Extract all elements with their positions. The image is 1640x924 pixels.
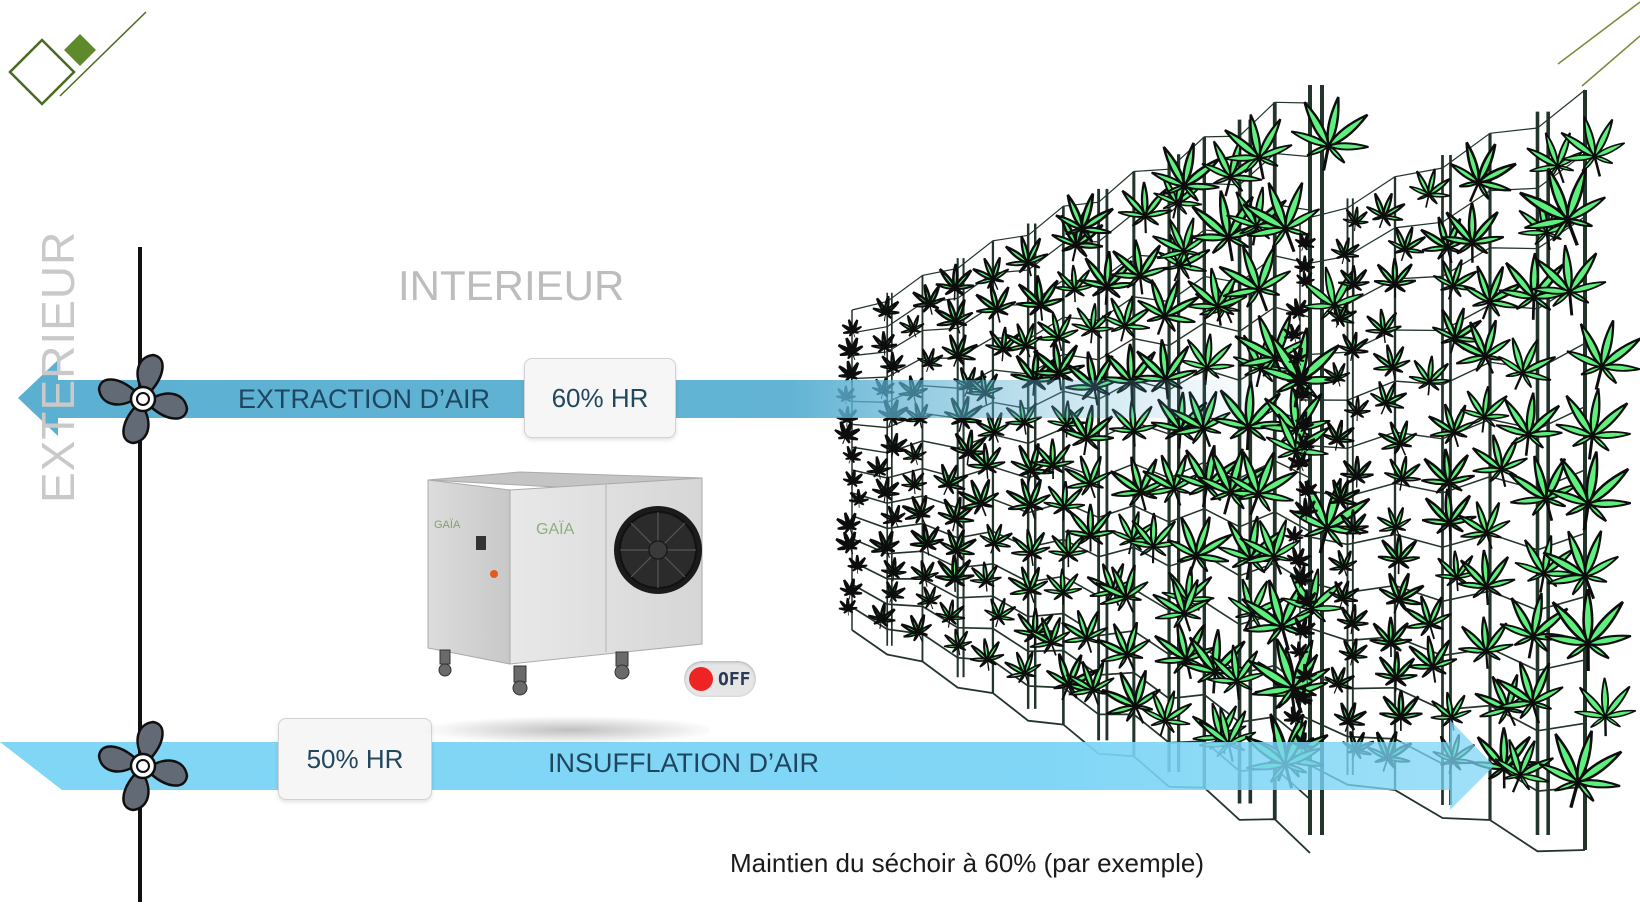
exterior-label: EXTERIEUR <box>32 230 84 503</box>
power-switch[interactable]: OFF <box>684 661 756 697</box>
humidity-box-extraction: 60% HR <box>524 358 676 438</box>
switch-state-label: OFF <box>718 669 751 690</box>
rack-wire <box>1299 89 1586 221</box>
caption: Maintien du séchoir à 60% (par exemple) <box>730 848 1205 878</box>
wall-line <box>138 247 142 902</box>
interior-label: INTERIEUR <box>398 262 625 309</box>
humidity-box-insufflation: 50% HR <box>278 718 432 800</box>
rack-wire <box>851 629 1311 854</box>
humidity-value: 50% HR <box>306 743 404 774</box>
dehumidifier-unit: GAÏA GAÏA <box>420 471 710 744</box>
brand-logo: GAÏA <box>536 520 575 538</box>
extraction-label: EXTRACTION D’AIR <box>238 384 491 414</box>
humidity-value: 60% HR <box>551 382 649 413</box>
corner-decoration-left <box>8 11 147 106</box>
rack-wire <box>851 492 1311 533</box>
insufflation-label: INSUFFLATION D’AIR <box>548 748 820 778</box>
corner-decoration-right <box>1557 1 1640 87</box>
fan-icon <box>97 720 189 812</box>
rack-wire <box>851 514 1311 586</box>
rack-wire <box>1299 532 1586 551</box>
fan-icon <box>97 353 189 445</box>
off-indicator-icon <box>689 667 713 691</box>
brand-logo: GAÏA <box>434 519 461 531</box>
